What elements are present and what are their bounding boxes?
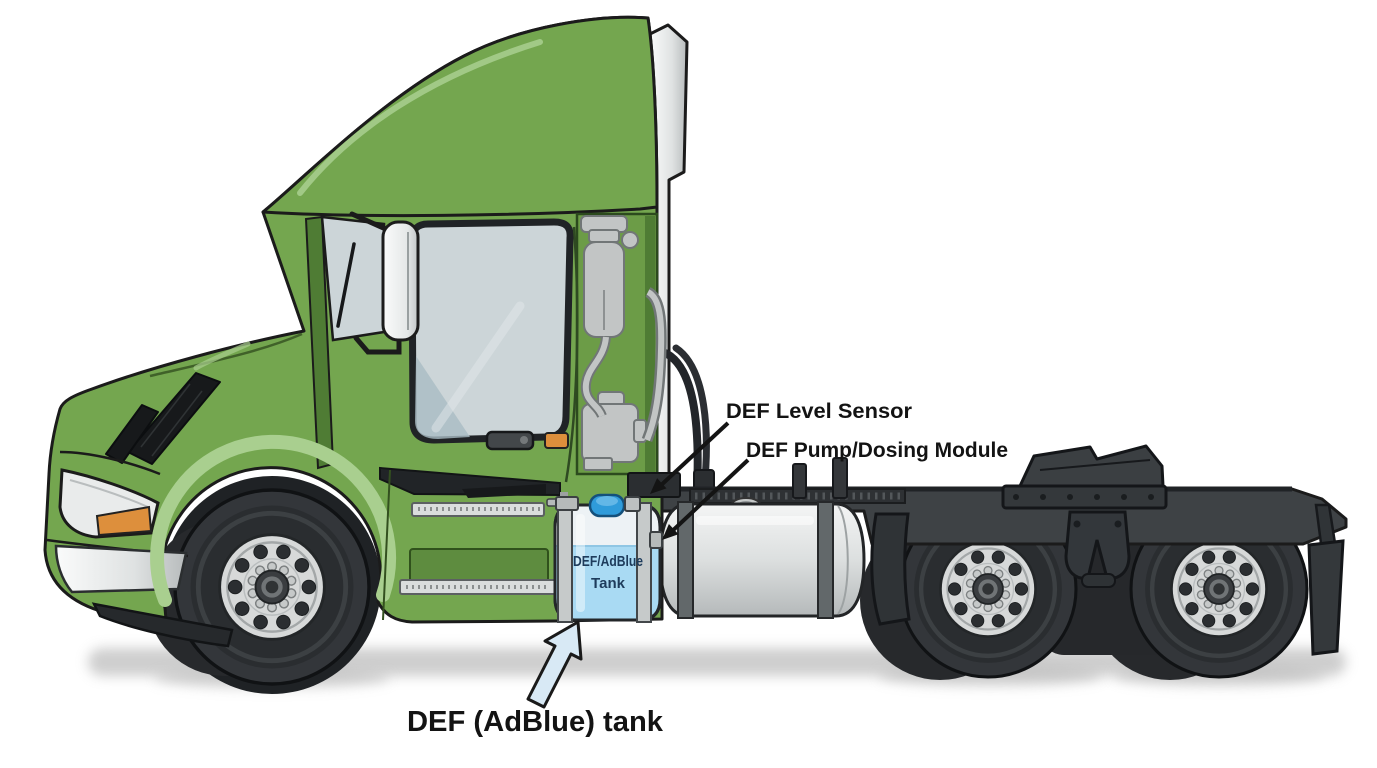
def-tank-cap [588,493,626,518]
leader-line-level-sensor [650,421,730,494]
def-tank-label-line2: Tank [591,575,626,592]
mud-flap-front [792,457,911,626]
hood-crease [149,332,303,378]
def-fill-valve [546,492,579,511]
fuel-tank [658,497,866,619]
turn-signal [95,505,153,537]
behind-cab-hoses [659,344,715,494]
hood-vents [105,372,221,465]
front-wheel [175,490,369,684]
label-def-pump-dosing-module: DEF Pump/Dosing Module [746,439,1008,462]
leader-line-pump-module [662,458,750,540]
back-of-cab-equipment [575,212,667,476]
side-mirror [349,211,420,355]
def-pump-module-fitting [649,531,663,549]
door-handle [485,430,535,451]
windshield [320,215,386,342]
label-def-adblue-tank: DEF (AdBlue) tank [407,706,664,738]
cab-steps [379,466,561,621]
mud-flap-rear [1307,503,1345,656]
callout-arrow-def-tank [526,620,583,709]
bumper-chin [91,602,234,648]
def-tank-label-line1: DEF/AdBlue [573,553,643,570]
door-seam [564,226,579,483]
wiper [336,242,356,328]
wheel-arch [150,434,397,607]
label-def-level-sensor: DEF Level Sensor [726,400,912,423]
roof-fairing [261,15,659,218]
marker-light [544,432,569,449]
def-tank: DEF/AdBlue Tank [546,492,663,623]
headlight [58,450,161,539]
hood-highlight [193,341,251,371]
rear-suspension [1064,510,1131,588]
def-level-sensor-fitting [624,496,641,512]
cab-window [408,218,574,444]
fifth-wheel [1001,444,1168,510]
